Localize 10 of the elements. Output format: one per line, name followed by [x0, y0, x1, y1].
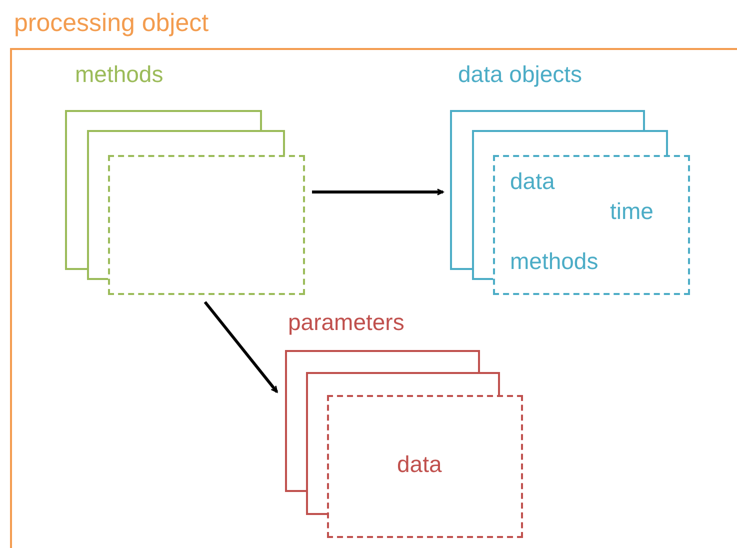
- card-text: time: [610, 199, 654, 224]
- stack-heading: methods: [75, 62, 164, 88]
- stack-heading: data objects: [458, 62, 582, 88]
- arrow: [204, 301, 278, 393]
- container-title: processing object: [14, 10, 209, 38]
- card-text: data: [397, 452, 442, 478]
- arrow: [312, 188, 444, 196]
- card-text: methods: [510, 249, 598, 274]
- stack-heading: parameters: [288, 310, 404, 336]
- card-text: data: [510, 169, 555, 194]
